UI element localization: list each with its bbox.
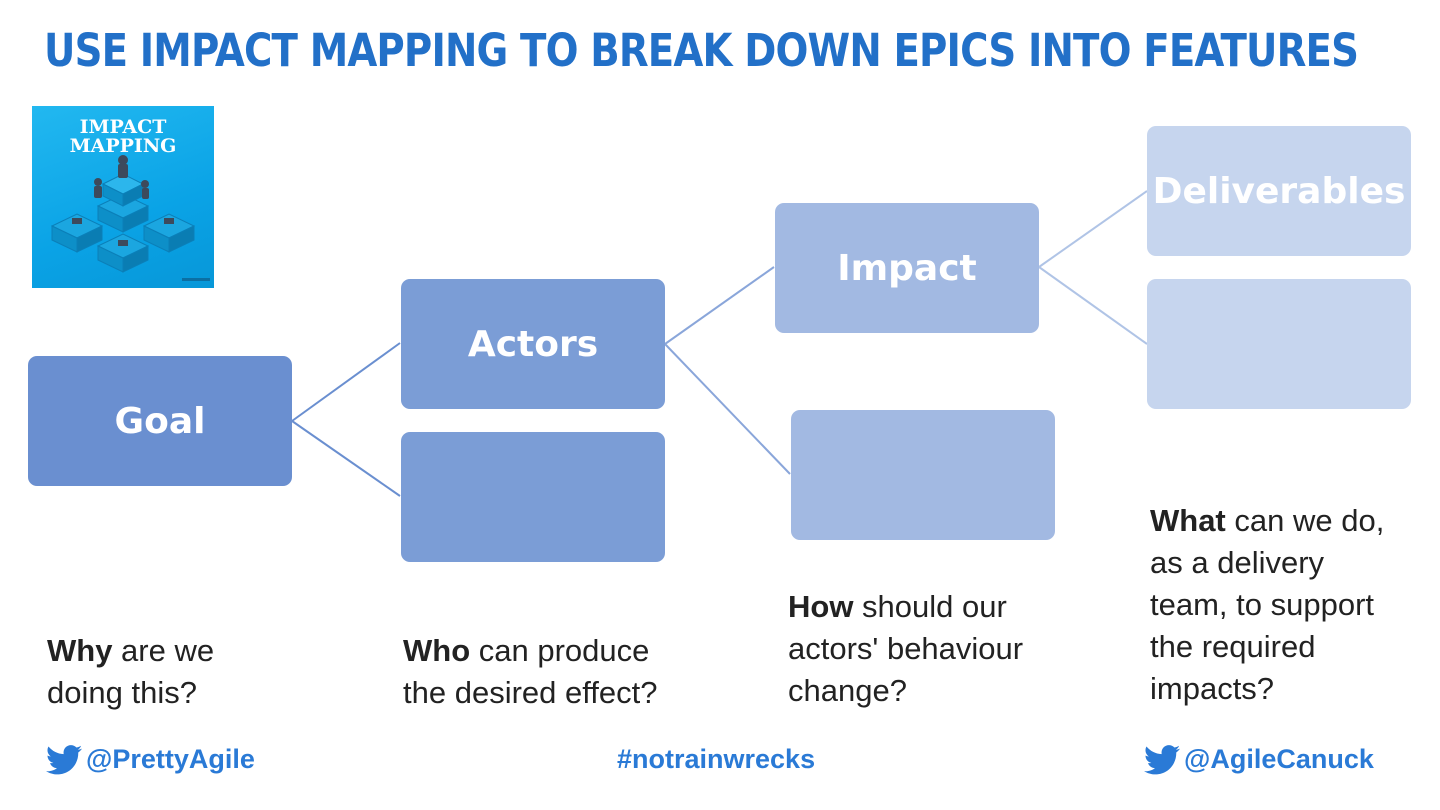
actors-box-empty [401,432,665,562]
deliverables-question-line3: team, to support [1150,587,1375,622]
footer-left-handle: @PrettyAgile [86,744,255,774]
footer-right-handle-link[interactable]: @AgileCanuck [1144,744,1374,775]
actors-box: Actors [401,279,665,409]
book-illustration [50,155,210,281]
goal-box: Goal [28,356,292,486]
actors-question: Who can produce the desired effect? [403,630,658,714]
connector-goal-actor2 [291,420,401,497]
actors-question-keyword: Who [403,633,471,668]
deliverables-question-line5: impacts? [1150,671,1275,706]
connector-actors-impact2 [664,343,791,475]
goal-question-line2: doing this? [47,675,197,710]
impact-box-empty [791,410,1055,540]
impact-box: Impact [775,203,1039,333]
impacts-question-line3: change? [788,673,907,708]
actors-question-line1: can produce [470,633,650,668]
footer-hashtag-link[interactable]: #notrainwrecks [617,744,815,775]
twitter-bird-icon [1144,744,1180,774]
twitter-bird-icon [46,744,82,774]
connector-goal-actors [291,342,401,422]
goal-question: Why are we doing this? [47,630,214,714]
slide-title: USE IMPACT MAPPING TO BREAK DOWN EPICS I… [44,24,1359,77]
deliverables-question-keyword: What [1150,503,1226,538]
connector-actors-impact [664,266,775,345]
deliverables-question-line2: as a delivery [1150,545,1325,580]
book-title: IMPACT MAPPING [32,118,214,156]
goal-question-keyword: Why [47,633,113,668]
deliverables-question-line4: the required [1150,629,1316,664]
impacts-question-keyword: How [788,589,854,624]
footer-right-handle: @AgileCanuck [1184,744,1374,774]
impacts-question-line1: should our [853,589,1007,624]
deliverables-question: What can we do, as a delivery team, to s… [1150,500,1384,710]
deliverables-question-line1: can we do, [1225,503,1385,538]
impact-mapping-book-cover: IMPACT MAPPING [32,106,214,288]
actors-question-line2: the desired effect? [403,675,658,710]
connector-impact-deliverable2 [1038,266,1148,345]
book-title-line-1: IMPACT [79,116,167,138]
deliverables-box: Deliverables [1147,126,1411,256]
book-title-line-2: MAPPING [69,135,177,157]
footer-hashtag: #notrainwrecks [617,744,816,774]
impacts-question: How should our actors' behaviour change? [788,586,1023,712]
footer-left-handle-link[interactable]: @PrettyAgile [46,744,255,775]
connector-impact-deliverables [1038,190,1148,268]
deliverables-box-empty [1147,279,1411,409]
goal-question-line1: are we [112,633,215,668]
impacts-question-line2: actors' behaviour [788,631,1024,666]
